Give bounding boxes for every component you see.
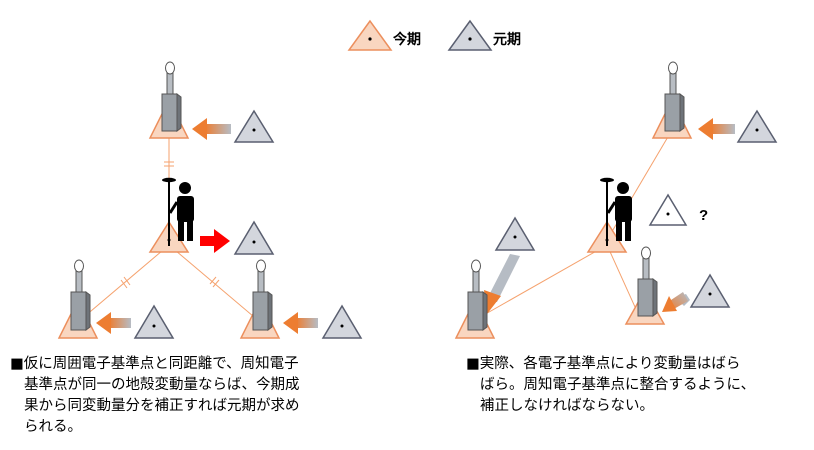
left-caption-line-4: られる。 xyxy=(24,419,82,435)
left-caption-line-2: 基準点が同一の地殻変動量ならば、今期成 xyxy=(24,377,300,393)
previous-marker-mid-left-right-panel xyxy=(494,216,536,251)
right-caption-line-1: ■実際、各電子基準点により変動量はばら xyxy=(466,356,741,372)
right-caption-line-3: 補正しなければならない。 xyxy=(480,398,654,414)
surveyor-icon-right xyxy=(600,177,632,246)
right-caption: ■実際、各電子基準点により変動量はばら ばら。周知電子基準点に整合するように、 … xyxy=(466,354,755,417)
previous-marker-center-left xyxy=(233,220,275,255)
station-shift-arrow xyxy=(200,229,230,253)
station-bottom-right-right-panel xyxy=(624,246,666,325)
left-caption-line-3: 果から同変動量分を補正すれば元期が求め xyxy=(24,398,300,414)
legend-previous-marker xyxy=(447,19,493,51)
shift-arrow-bottom-center xyxy=(283,312,318,334)
previous-marker-bottom-center xyxy=(321,304,363,339)
previous-marker-bottom-left xyxy=(133,304,175,339)
legend-current-label: 今期 xyxy=(392,31,421,48)
station-bottom-left xyxy=(57,259,99,339)
station-bottom-left-right-panel xyxy=(454,259,496,339)
surveyor-icon xyxy=(162,177,194,246)
shift-arrow-diagonal-right-panel xyxy=(484,254,520,314)
legend-previous-label: 元期 xyxy=(493,32,521,48)
station-top-left xyxy=(148,61,190,139)
shift-arrow-top-left xyxy=(192,118,231,140)
shift-arrow-bottom-left xyxy=(96,312,131,334)
previous-marker-top-left xyxy=(233,109,275,143)
station-bottom-center xyxy=(239,259,281,339)
unknown-previous-marker xyxy=(648,193,688,226)
unknown-mark: ? xyxy=(699,207,708,224)
right-caption-line-2: ばら。周知電子基準点に整合するように、 xyxy=(480,377,756,393)
station-top-right xyxy=(651,61,693,139)
shift-arrow-top-right xyxy=(698,118,735,140)
equal-distance-ticks xyxy=(120,161,220,289)
legend: 今期 元期 xyxy=(347,19,521,51)
left-caption: ■仮に周囲電子基準点と同距離で、周知電子 基準点が同一の地殻変動量ならば、今期成… xyxy=(10,354,300,438)
legend-current-marker xyxy=(347,19,393,51)
previous-marker-top-right xyxy=(736,109,778,143)
right-panel: ? xyxy=(454,61,778,339)
left-panel xyxy=(57,61,363,339)
shift-arrow-bottom-right-panel xyxy=(662,292,690,312)
previous-marker-bottom-right-panel xyxy=(689,273,731,308)
left-caption-line-1: ■仮に周囲電子基準点と同距離で、周知電子 xyxy=(10,356,299,372)
